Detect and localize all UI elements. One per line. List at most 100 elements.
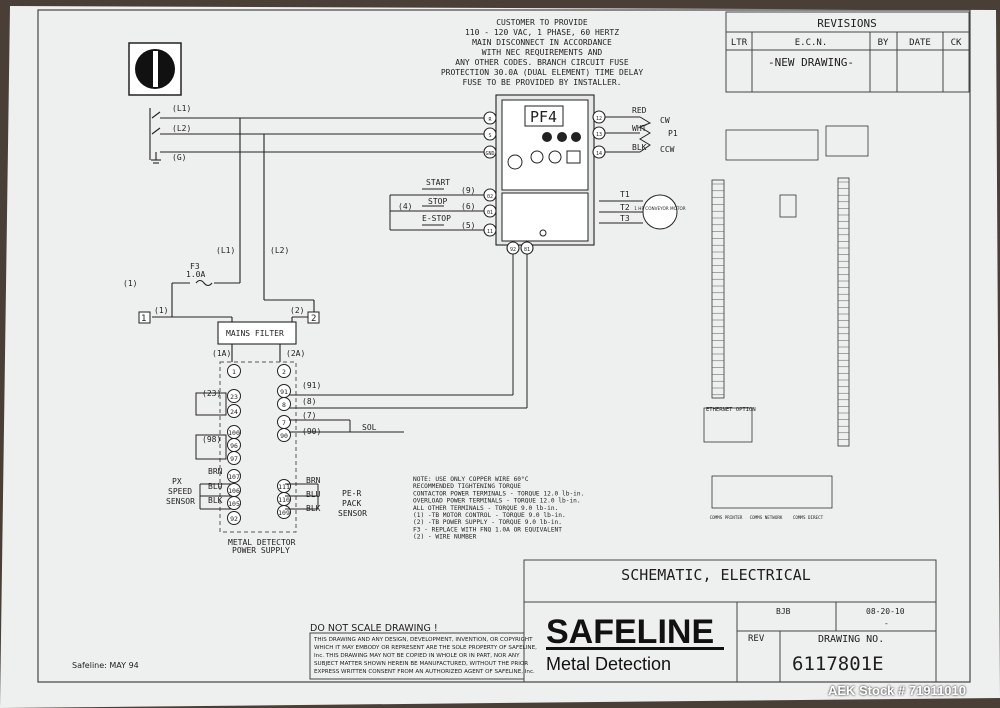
label-w1b: (1): [154, 306, 168, 315]
footer-left: Safeline: MAY 94: [72, 661, 139, 670]
note-line: F3 - REPLACE WITH FNQ 1.0A OR EQUIVALENT: [413, 526, 562, 533]
copyright-box: [309, 632, 525, 680]
note-line: RECOMMENDED TIGHTENING TORQUE: [413, 483, 521, 490]
drawn-by: BJB: [776, 607, 791, 616]
logo-rule: [546, 647, 724, 650]
control-wiring: [297, 188, 528, 409]
motor-t1: T1: [620, 190, 630, 199]
speed-sensor-label: SENSOR: [166, 497, 195, 506]
fuse-label: F3: [190, 262, 200, 271]
terminal-2: [307, 311, 320, 324]
drive-terminal-left: GND: [485, 151, 494, 157]
note-line: (1) -TB MOTOR CONTROL - TORQUE 9.0 lb-in…: [413, 512, 566, 519]
label-l1: (L1): [172, 104, 191, 113]
terminal-2-label: 2: [311, 314, 316, 324]
customer-note-line: 110 - 120 VAC, 1 PHASE, 60 HERTZ: [465, 28, 619, 37]
drive-terminal-bottom: 92: [510, 247, 516, 253]
psu-box: [219, 361, 297, 533]
connector-label: COMMS DIRECT: [793, 515, 824, 520]
mains-filter-label: MAINS FILTER: [226, 329, 284, 338]
pf4-drive: PF4: [495, 94, 595, 246]
psu-wiring: [195, 392, 404, 510]
paper: [0, 6, 1000, 708]
psu-terminal-right-label: 90: [280, 432, 288, 440]
wire-blu-right: BLU: [306, 490, 321, 499]
drawing-number-label: DRAWING NO.: [818, 634, 884, 645]
psu-terminal-left: [227, 364, 241, 378]
drawing-dash: -: [884, 619, 889, 628]
company-logo: SAFELINE: [546, 613, 714, 651]
copyright-line: EXPRESS WRITTEN CONSENT FROM AN AUTHORIZ…: [314, 669, 535, 675]
motor-t2: T2: [620, 203, 630, 212]
wire-8: (8): [302, 397, 316, 406]
copyright-line: WHICH IT MAY EMBODY OR REPRESENT ARE THE…: [314, 645, 537, 651]
copyright-line: THIS DRAWING AND ANY DESIGN, DEVELOPMENT…: [313, 637, 533, 643]
psu-terminal-right: [277, 364, 291, 378]
drawing-number: 6117801E: [792, 653, 884, 675]
drive-terminal-right: 13: [596, 132, 602, 138]
psu-terminal-left: [227, 496, 241, 510]
drive-terminal-left: 01: [487, 210, 493, 216]
revisions-header: LTR: [731, 38, 748, 48]
px-label: PX: [172, 477, 182, 486]
psu-label-1: METAL DETECTOR: [228, 538, 296, 547]
customer-note-line: FUSE TO BE PROVIDED BY INSTALLER.: [463, 78, 622, 87]
drive-terminal-left: R: [488, 117, 492, 123]
note-line: OVERLOAD POWER TERMINALS - TORQUE 12.0 l…: [413, 498, 581, 505]
psu-terminal-right-label: 7: [282, 419, 286, 427]
wire-blk-right: BLK: [306, 504, 321, 513]
wire-red: RED: [632, 106, 647, 115]
revisions-header: DATE: [909, 38, 931, 48]
fuse-rating: 1.0A: [186, 270, 205, 279]
connector-label: COMMS NETWORK: [750, 515, 783, 520]
revisions-title: REVISIONS: [817, 17, 877, 30]
psu-terminal-left-label: 106: [228, 487, 240, 495]
wire-4: (4): [398, 202, 412, 211]
drawing-title: SCHEMATIC, ELECTRICAL: [621, 566, 811, 584]
controller-terminal-strip: [703, 125, 869, 509]
label-l2: (L2): [172, 124, 191, 133]
label-w1: (1): [123, 279, 137, 288]
pot-cw: CW: [660, 116, 670, 125]
wire-9: (9): [461, 186, 475, 195]
label-w2: (2): [290, 306, 304, 315]
rev-label: REV: [748, 634, 765, 644]
disconnect-symbol-icon: [128, 42, 182, 96]
pot-p1: P1: [668, 129, 678, 138]
company-subtitle: Metal Detection: [546, 654, 671, 674]
copyright-line: Inc. THIS DRAWING MAY NOT BE COPIED IN W…: [314, 653, 520, 659]
pot-ccw: CCW: [660, 145, 675, 154]
psu-terminal-left: [227, 404, 241, 418]
psu-terminal-right-label: 91: [280, 388, 288, 396]
wire-91: (91): [302, 381, 321, 390]
pack-label: PACK: [342, 499, 361, 508]
wire-5: (5): [461, 221, 475, 230]
revisions-block: [725, 11, 970, 93]
customer-note-line: MAIN DISCONNECT IN ACCORDANCE: [472, 38, 612, 47]
start-label: START: [426, 178, 450, 187]
wire-brn-right: BRN: [306, 476, 321, 485]
customer-note-line: ANY OTHER CODES. BRANCH CIRCUIT FUSE: [455, 58, 629, 67]
pot-wiring: [605, 116, 652, 153]
wire-98: (98): [202, 435, 221, 444]
label-w1a: (1A): [212, 349, 231, 358]
psu-terminal-left: [227, 511, 241, 525]
customer-note-line: PROTECTION 30.0A (DUAL ELEMENT) TIME DEL…: [441, 68, 643, 77]
stop-label: STOP: [428, 197, 447, 206]
connector-label: COMMS PRINTER: [710, 515, 743, 520]
per-label: PE-R: [342, 489, 361, 498]
title-block: [523, 559, 937, 683]
revisions-header: BY: [878, 38, 889, 48]
note-line: NOTE: USE ONLY COPPER WIRE 60°C: [413, 475, 529, 483]
wire-90: (90): [302, 427, 321, 436]
psu-terminal-right: [277, 428, 291, 442]
label-w2a: (2A): [286, 349, 305, 358]
power-wiring: [149, 108, 485, 362]
revisions-header: E.C.N.: [795, 38, 828, 48]
controller-rows: [712, 181, 849, 440]
psu-terminal-left-label: 1: [232, 368, 236, 376]
